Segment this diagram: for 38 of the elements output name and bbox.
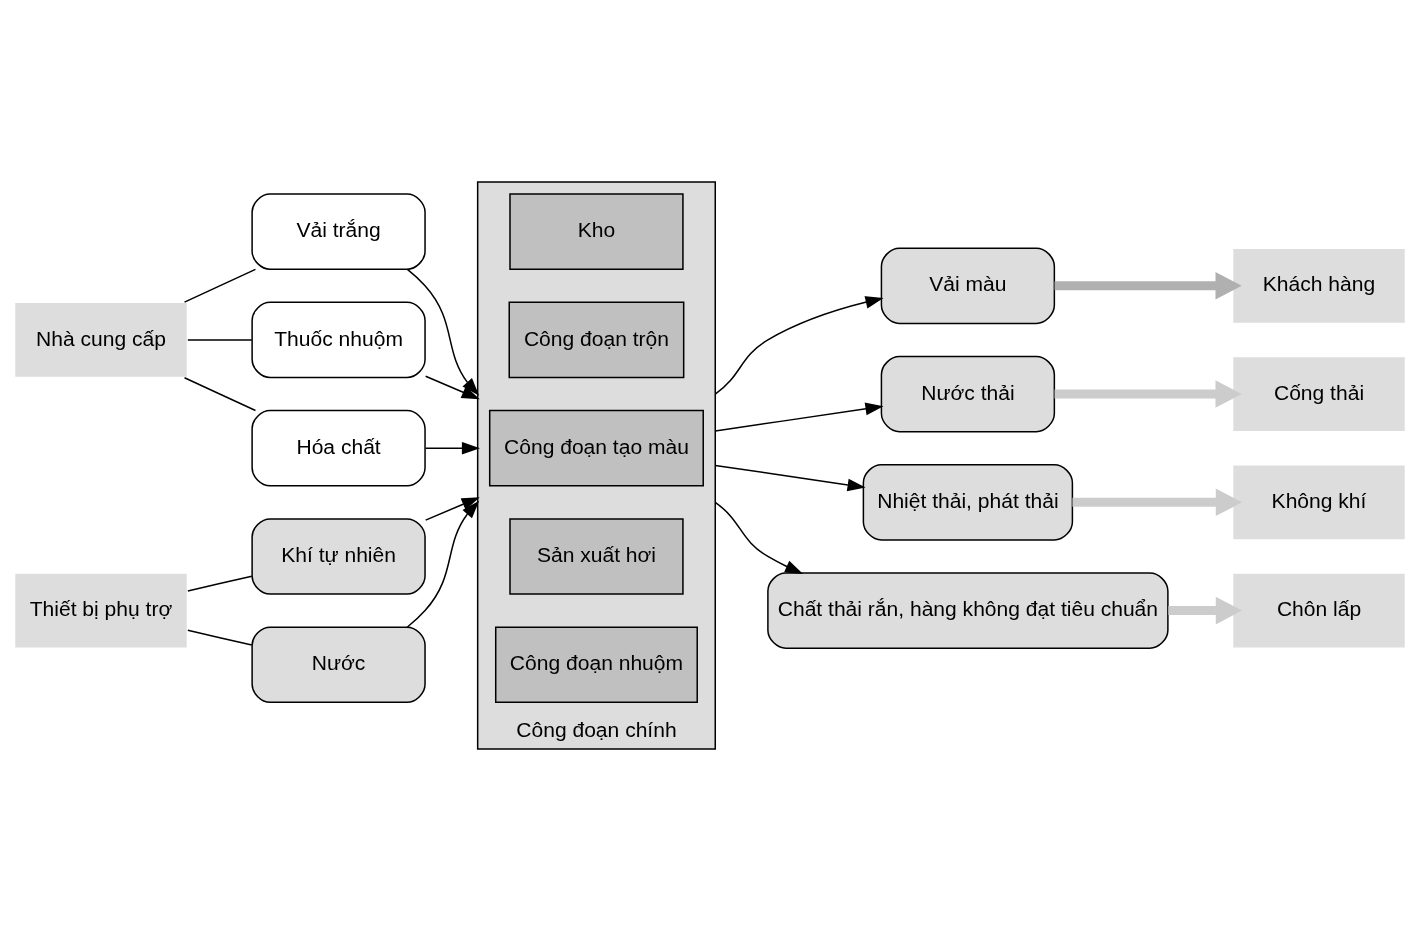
node-box: Sản xuất hơi [509,518,684,595]
connector [183,268,257,303]
node-box: Chôn lấp [1231,572,1407,649]
node-box: Công đoạn trộn [508,301,685,379]
node-box: Chất thải rắn, hàng không đạt tiêu chuẩn [767,572,1169,649]
node-box: Cống thải [1231,355,1407,433]
node-box: Khách hàng [1231,247,1407,325]
node-box: Hóa chất [251,409,426,487]
node-box: Nhà cung cấp [13,301,189,379]
node-box: Nước [251,626,426,704]
node-box: Không khí [1231,464,1407,541]
arrow [714,296,884,395]
arrow [424,375,480,400]
arrow [1168,596,1243,625]
arrow [406,268,480,396]
node-box: Công đoạn tạo màu [488,409,704,487]
node-box: Khí tự nhiên [251,518,426,595]
node-box: Công đoạn nhuộm [494,626,698,704]
connector [187,575,253,592]
node-box: Vải trắng [251,193,426,270]
node-box: Nước thải [880,355,1056,433]
node-box: Thiết bị phụ trợ [13,572,189,649]
arrow [1054,380,1242,408]
node-box: Thuốc nhuộm [251,301,426,379]
arrow [424,441,480,455]
node-box: Kho [509,193,684,270]
arrow [424,497,480,521]
node-box: Nhiệt thải, phát thải [862,464,1074,541]
arrow [1072,488,1243,517]
arrow [714,402,884,432]
arrow [714,501,804,574]
arrow [406,500,480,628]
connector [187,629,253,646]
arrow [1054,272,1242,300]
connector [183,377,257,412]
connector [187,339,253,341]
arrow [714,464,866,492]
node-box: Vải màu [880,247,1056,325]
